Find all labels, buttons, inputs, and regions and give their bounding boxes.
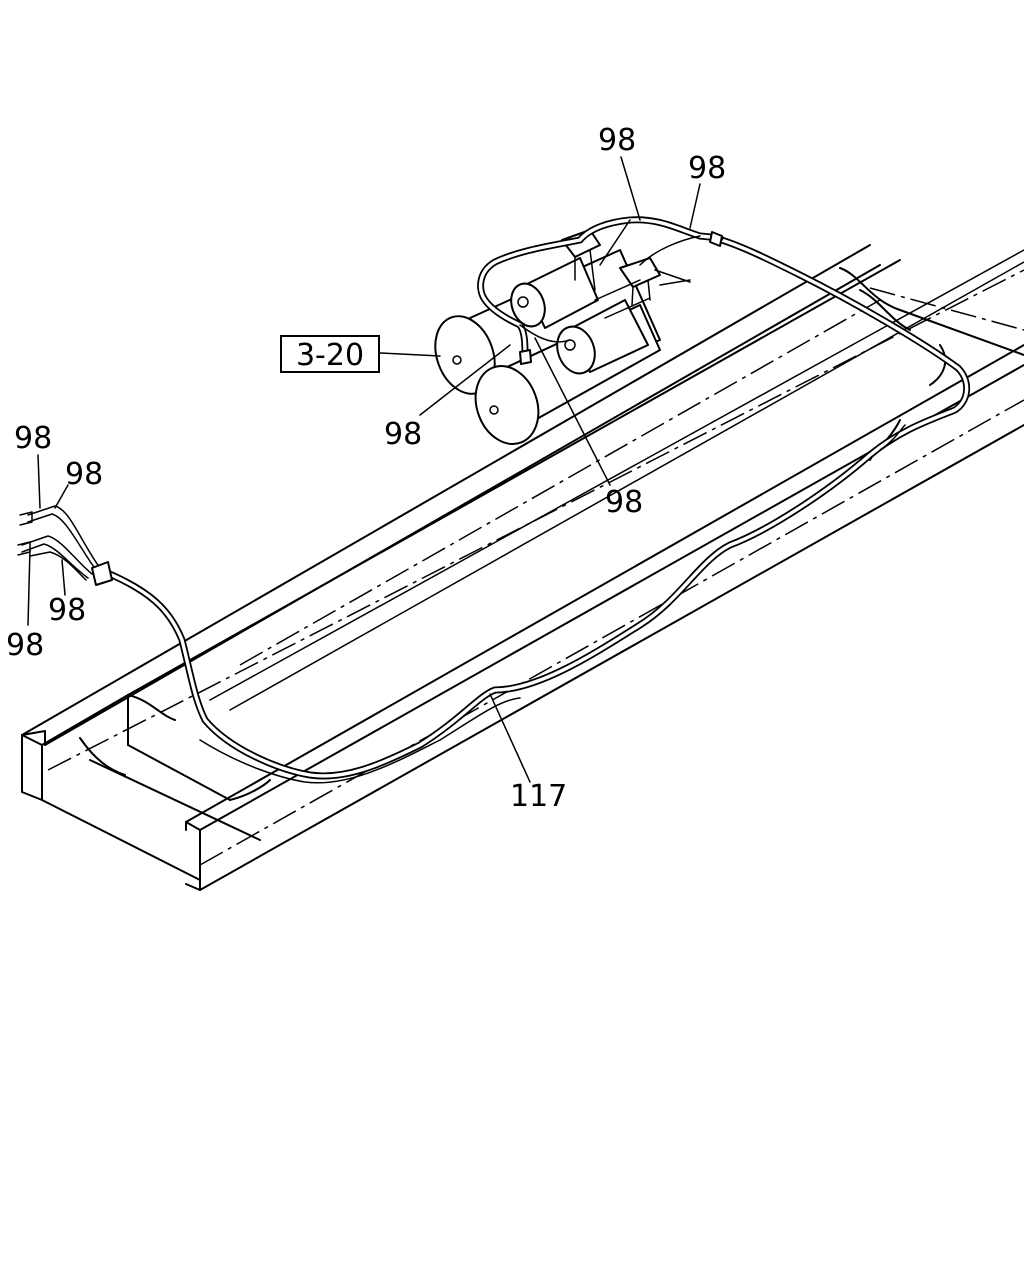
leader-lines — [27, 156, 701, 783]
callout-98-mid-left: 98 — [384, 417, 422, 452]
callout-98-top-left: 98 — [598, 123, 636, 158]
callout-98-edge-bottom-b: 98 — [6, 628, 44, 663]
ref-box-label: 3-20 — [296, 338, 364, 373]
callout-98-edge-bottom-a: 98 — [48, 593, 86, 628]
top-pipe-loops — [477, 216, 724, 365]
callout-98-top-right: 98 — [688, 151, 726, 186]
callout-98-mid-right: 98 — [605, 485, 643, 520]
left-pipe-ends — [17, 505, 113, 586]
valve-assemblies — [510, 229, 691, 375]
pipe-117 — [96, 234, 971, 784]
callout-98-edge-top-b: 98 — [65, 457, 103, 492]
callout-98-edge-top-a: 98 — [14, 421, 52, 456]
callout-ref-box: 3-20 — [280, 335, 380, 373]
callout-117-main-pipe: 117 — [510, 779, 567, 814]
